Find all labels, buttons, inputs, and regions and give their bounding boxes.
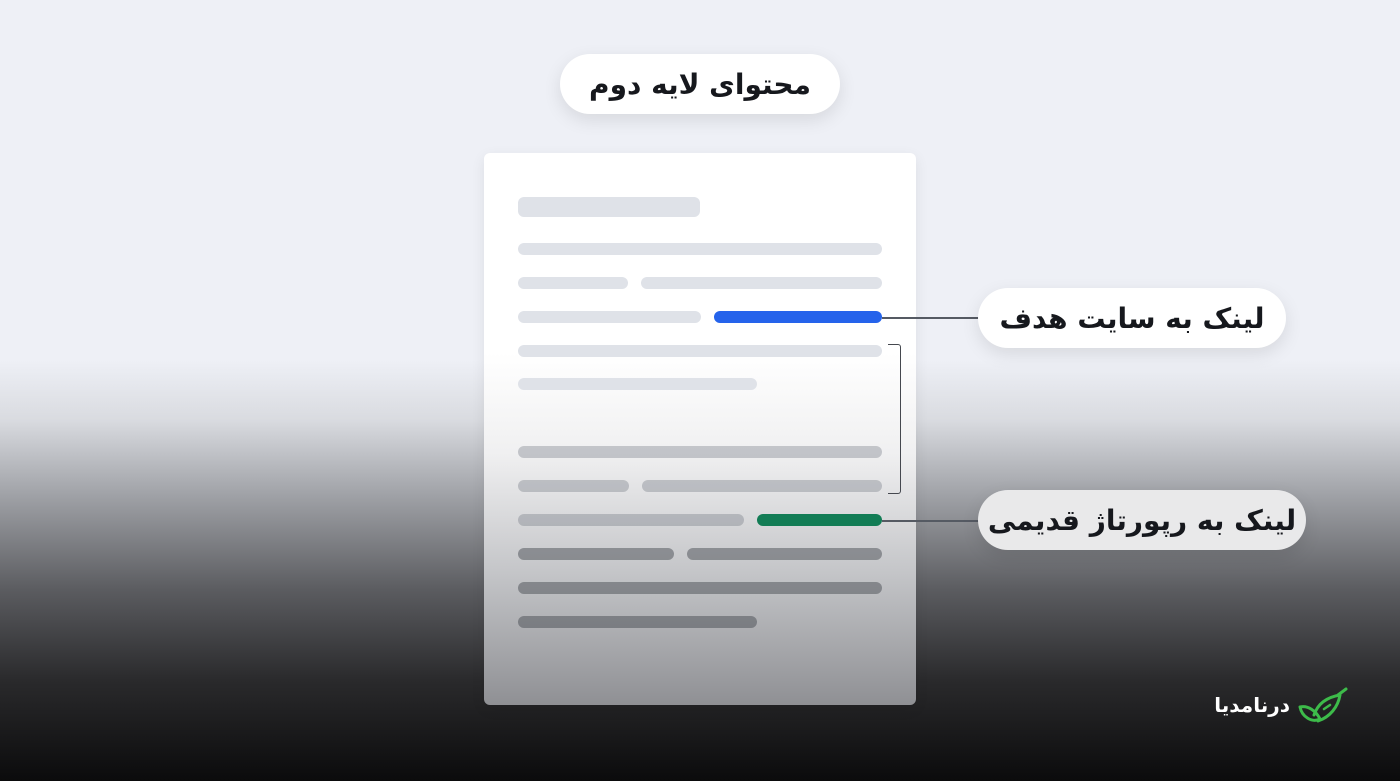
doc-line (518, 446, 882, 458)
old-report-link-connector (882, 520, 980, 522)
doc-line (518, 311, 701, 323)
target-link-connector (882, 317, 980, 319)
doc-heading-bar (518, 197, 700, 217)
doc-line (642, 480, 882, 492)
doc-line (518, 243, 882, 255)
brand-name: درنامدیا (1214, 693, 1290, 717)
old-report-link-bar (757, 514, 882, 526)
doc-line (518, 378, 757, 390)
brand-logo: درنامدیا (1210, 685, 1350, 731)
old-report-link-label: لینک به رپورتاژ قدیمی (978, 490, 1306, 550)
target-link-bar (714, 311, 882, 323)
doc-line (518, 582, 882, 594)
doc-line (518, 345, 882, 357)
doc-line (518, 277, 628, 289)
doc-line (687, 548, 882, 560)
paragraph-bracket (888, 344, 901, 494)
leaf-bird-icon (1298, 687, 1348, 723)
doc-line (518, 514, 744, 526)
doc-line (518, 616, 757, 628)
target-link-label: لینک به سایت هدف (978, 288, 1286, 348)
diagram-title: محتوای لایه دوم (560, 54, 840, 114)
doc-line (518, 480, 629, 492)
doc-line (518, 548, 674, 560)
doc-line (641, 277, 882, 289)
